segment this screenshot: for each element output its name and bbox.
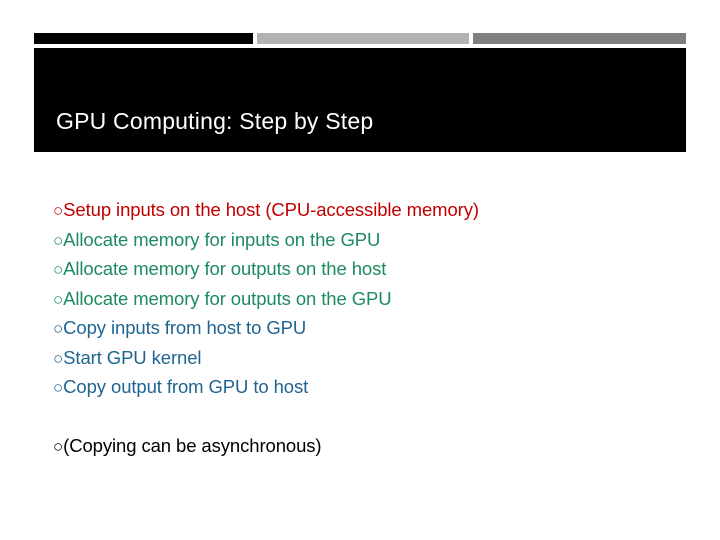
page-title: GPU Computing: Step by Step xyxy=(56,108,374,134)
bullet-item-label: Allocate memory for outputs on the GPU xyxy=(63,287,392,309)
bullet-item-label: Copy inputs from host to GPU xyxy=(63,317,307,338)
decor-segment-mid-gray xyxy=(473,33,686,44)
decor-segment-light-gray xyxy=(257,33,469,44)
decor-segment-dark xyxy=(34,33,253,44)
bullet-item: ○Allocate memory for outputs on the host xyxy=(53,255,693,285)
bullet-group-spacer xyxy=(53,403,693,432)
circle-bullet-icon: ○ xyxy=(53,230,64,250)
bullet-item-label: Start GPU kernel xyxy=(63,346,202,368)
bullet-item-label: (Copying can be asynchronous) xyxy=(63,434,322,456)
bullet-item-label: Copy output from GPU to host xyxy=(63,376,309,397)
bullet-item: ○Copy output from GPU to host xyxy=(53,373,693,403)
slide-body: ○Setup inputs on the host (CPU-accessibl… xyxy=(53,196,693,461)
header-decor-bar xyxy=(34,33,686,44)
bullet-list-note: ○(Copying can be asynchronous) xyxy=(53,432,693,462)
circle-bullet-icon: ○ xyxy=(53,378,64,397)
bullet-item: ○Copy inputs from host to GPU xyxy=(53,314,693,344)
circle-bullet-icon: ○ xyxy=(53,348,64,368)
circle-bullet-icon: ○ xyxy=(53,289,64,309)
slide-title-block: GPU Computing: Step by Step xyxy=(34,48,686,152)
circle-bullet-icon: ○ xyxy=(53,319,64,338)
bullet-item-label: Setup inputs on the host (CPU-accessible… xyxy=(63,199,479,220)
bullet-item: ○Allocate memory for inputs on the GPU xyxy=(53,226,693,256)
circle-bullet-icon: ○ xyxy=(53,201,64,220)
bullet-item: ○Setup inputs on the host (CPU-accessibl… xyxy=(53,196,693,226)
bullet-list-main: ○Setup inputs on the host (CPU-accessibl… xyxy=(53,196,693,403)
bullet-item: ○(Copying can be asynchronous) xyxy=(53,432,693,462)
bullet-item: ○Start GPU kernel xyxy=(53,344,693,374)
circle-bullet-icon: ○ xyxy=(53,436,64,456)
bullet-item-label: Allocate memory for outputs on the host xyxy=(63,258,387,279)
circle-bullet-icon: ○ xyxy=(53,260,64,279)
bullet-item: ○Allocate memory for outputs on the GPU xyxy=(53,285,693,315)
bullet-item-label: Allocate memory for inputs on the GPU xyxy=(63,228,381,250)
